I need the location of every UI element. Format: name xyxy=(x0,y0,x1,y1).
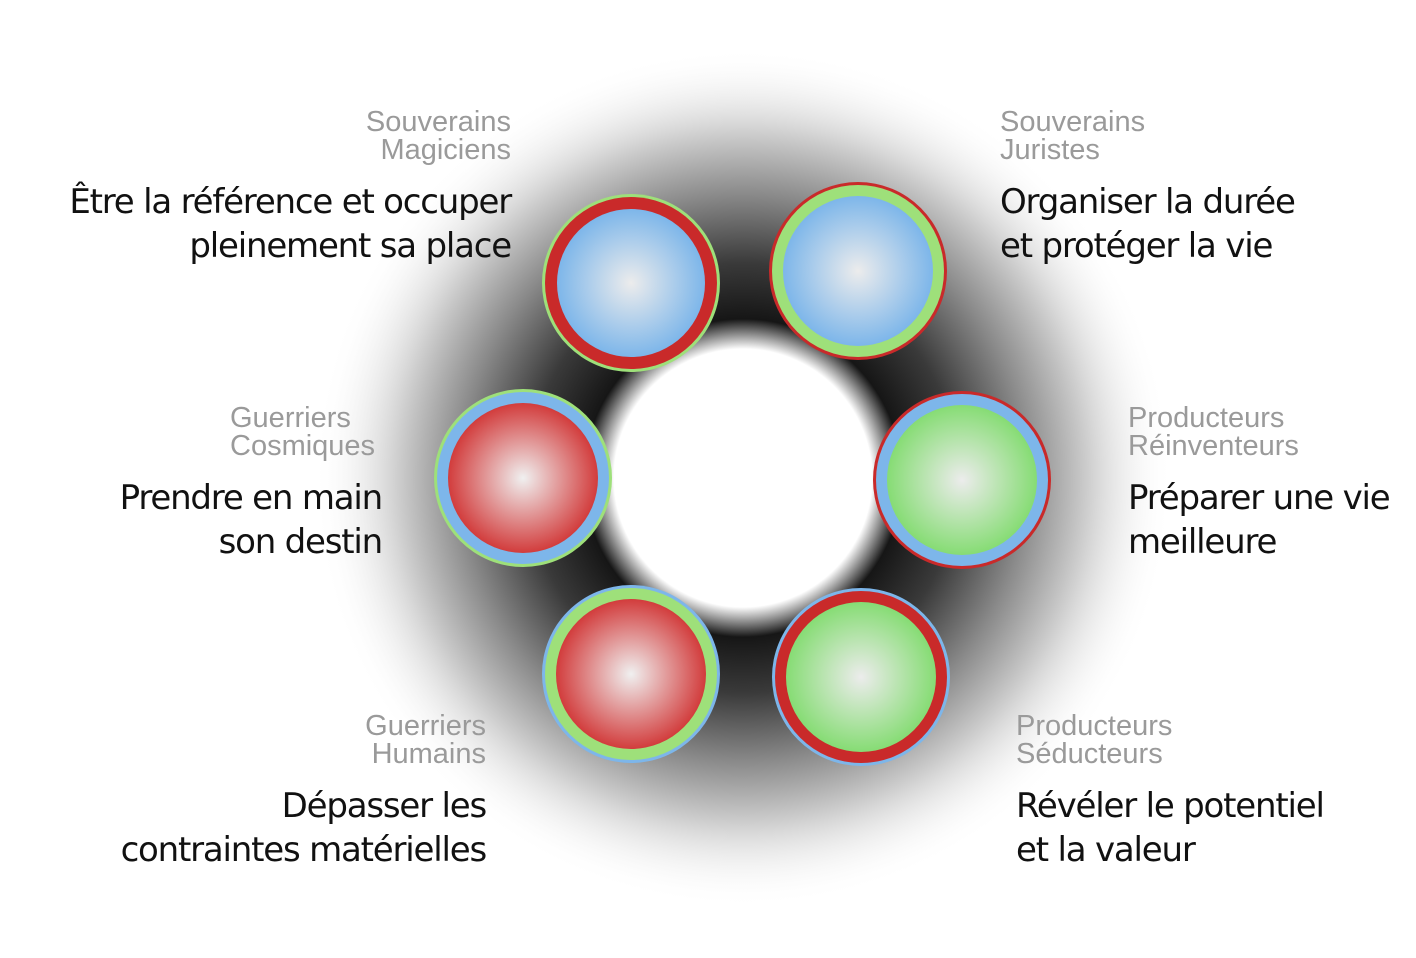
description-line-2: et protéger la vie xyxy=(1000,226,1273,266)
category-line-2: Juristes xyxy=(1000,134,1100,166)
description-line-2: contraintes matérielles xyxy=(120,830,488,870)
category-line-1: Producteurs xyxy=(1128,402,1285,434)
category-line-2: Humains xyxy=(371,738,486,770)
category-line-1: Producteurs xyxy=(1016,710,1173,742)
category-line-2: Magiciens xyxy=(380,134,511,166)
category-line-2: Cosmiques xyxy=(230,430,376,462)
label-producteurs-seducteurs: Producteurs Séducteurs Révéler le potent… xyxy=(1016,710,1325,872)
label-souverains-juristes: Souverains Juristes Organiser la durée e… xyxy=(1000,106,1296,268)
description-line-1: Préparer une vie xyxy=(1128,478,1391,518)
label-guerriers-humains: Guerriers Humains Dépasser les contraint… xyxy=(120,710,488,872)
description-line-2: son destin xyxy=(218,522,384,562)
category-line-1: Guerriers xyxy=(365,710,486,742)
description-line-1: Organiser la durée xyxy=(1000,182,1296,222)
node-guerriers-humains xyxy=(542,585,720,763)
node-producteurs-reinventeurs xyxy=(873,391,1051,569)
category-line-2: Réinventeurs xyxy=(1128,430,1299,462)
description-line-1: Révéler le potentiel xyxy=(1016,786,1325,826)
description-line-2: meilleure xyxy=(1128,522,1277,562)
category-line-1: Guerriers xyxy=(230,402,351,434)
node-guerriers-cosmiques xyxy=(434,389,612,567)
node-producteurs-seducteurs xyxy=(772,588,950,766)
label-producteurs-reinventeurs: Producteurs Réinventeurs Préparer une vi… xyxy=(1128,402,1391,564)
node-souverains-juristes xyxy=(769,182,947,360)
description-line-1: Dépasser les xyxy=(281,786,488,826)
center-core xyxy=(615,350,871,606)
label-souverains-magiciens: Souverains Magiciens Être la référence e… xyxy=(69,106,512,268)
category-line-2: Séducteurs xyxy=(1016,738,1163,770)
category-line-1: Souverains xyxy=(365,106,511,138)
node-souverains-magiciens xyxy=(542,194,720,372)
description-line-2: et la valeur xyxy=(1016,830,1196,870)
description-line-1: Prendre en main xyxy=(119,478,384,518)
description-line-2: pleinement sa place xyxy=(189,226,512,266)
description-line-1: Être la référence et occuper xyxy=(69,182,512,222)
category-line-1: Souverains xyxy=(1000,106,1146,138)
